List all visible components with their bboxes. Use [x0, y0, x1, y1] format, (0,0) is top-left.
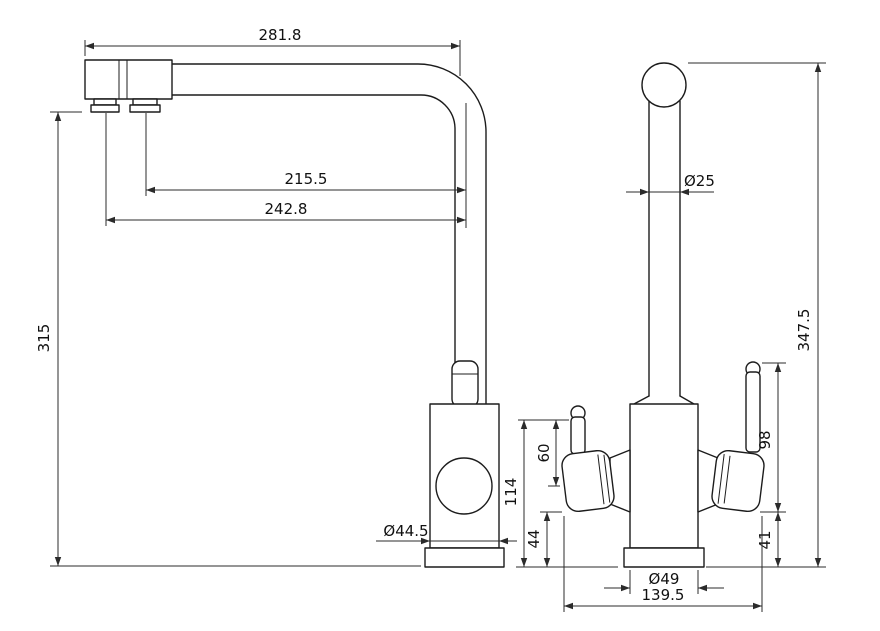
spout-top-ball — [641, 62, 687, 108]
front-view — [561, 62, 765, 568]
dim-overall-width: 139.5 — [642, 586, 685, 604]
spout-head — [84, 59, 173, 100]
left-handle-stem — [570, 416, 586, 455]
dim-reach-inner: 215.5 — [285, 170, 328, 188]
dim-reach-outer: 242.8 — [265, 200, 308, 218]
side-view — [84, 59, 505, 568]
aerator-2 — [129, 98, 161, 113]
dimensions-front: Ø25 347.5 98 41 60 114 44 Ø49 — [502, 62, 826, 612]
body-taper — [633, 395, 650, 405]
right-handle-stem — [745, 371, 761, 453]
dim-left-overall: 114 — [502, 478, 520, 507]
dim-handle-bottom-height: 41 — [756, 530, 774, 549]
handle-stem-side — [451, 360, 479, 408]
faucet-body-front — [629, 403, 699, 549]
handle-knob-side — [435, 457, 493, 515]
dim-left-lower: 44 — [525, 529, 543, 548]
dim-height-to-spout: 315 — [35, 324, 53, 353]
left-handle — [561, 405, 631, 513]
left-handle-lever — [561, 449, 615, 513]
dim-body-diameter: Ø44.5 — [383, 522, 428, 540]
dimensions-side: 281.8 215.5 242.8 315 Ø44.5 — [35, 26, 517, 567]
base-side — [424, 547, 505, 568]
base-front — [623, 547, 705, 568]
dim-handle-top-height: 98 — [756, 430, 774, 449]
dim-overall-height: 347.5 — [795, 309, 813, 352]
dim-base-diameter: Ø49 — [649, 570, 680, 588]
aerator-1 — [90, 98, 120, 113]
dim-left-upper: 60 — [535, 443, 553, 462]
dim-overall-reach: 281.8 — [259, 26, 302, 44]
spout-arm — [171, 63, 487, 405]
body-taper — [679, 395, 695, 405]
right-handle-lever — [711, 449, 765, 513]
right-handle — [697, 361, 765, 513]
dim-pipe-diameter: Ø25 — [684, 172, 715, 190]
spout-arm-inner — [171, 94, 456, 405]
